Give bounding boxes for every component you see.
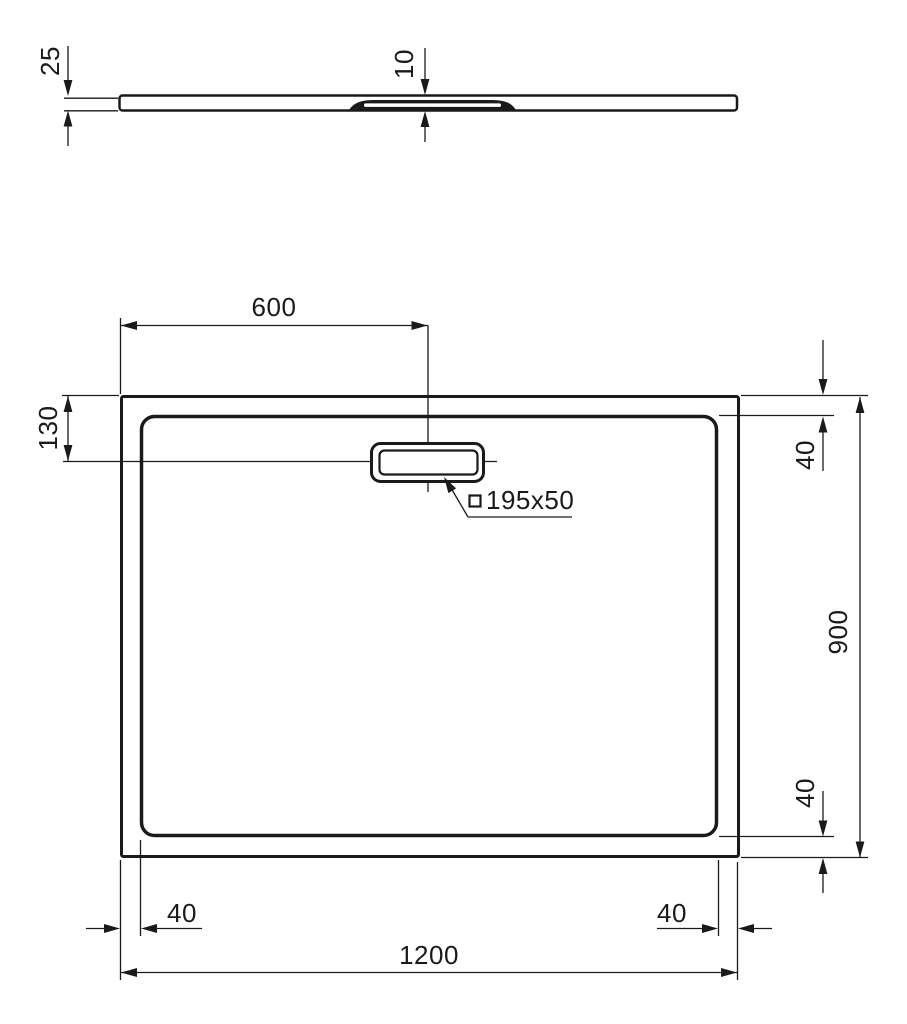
dim-drain-offset-600: 600 xyxy=(119,292,428,394)
dim-drain-offset-y-label: 130 xyxy=(33,406,63,451)
dim-rim-right-40: 40 xyxy=(657,860,772,980)
arrow-down-icon xyxy=(420,79,430,95)
dim-rim-left-label: 40 xyxy=(167,898,197,928)
square-icon xyxy=(468,494,482,508)
dim-drain-offset-x-label: 600 xyxy=(252,292,297,322)
dim-rim-bottom-40: 40 xyxy=(719,778,868,893)
arrow-down-icon xyxy=(818,379,828,395)
dim-recess-depth-label: 10 xyxy=(389,49,419,79)
arrow-right-icon xyxy=(411,321,428,330)
arrow-up-icon xyxy=(63,110,73,127)
side-view-drain-cover-slit xyxy=(364,103,501,107)
dim-thickness-25: 25 xyxy=(35,46,118,146)
arrow-down-icon xyxy=(63,445,73,461)
arrow-down-icon xyxy=(63,80,73,96)
arrow-down-icon xyxy=(855,841,865,858)
drain-size-label: 195x50 xyxy=(486,485,574,515)
arrow-up-icon xyxy=(63,396,73,412)
arrow-up-icon xyxy=(855,397,865,413)
dim-width-1200: 1200 xyxy=(120,940,738,977)
drain-cover-outline xyxy=(378,449,479,476)
dim-rim-right-label: 40 xyxy=(657,898,687,928)
dim-width-label: 1200 xyxy=(399,940,459,970)
dim-rim-top-label: 40 xyxy=(790,440,820,470)
dim-drain-offset-130: 130 xyxy=(33,394,119,462)
plan-view: 600 130 195x50 40 xyxy=(33,292,868,980)
dim-rim-bottom-label: 40 xyxy=(790,778,820,808)
arrow-down-icon xyxy=(818,820,828,837)
dim-rim-top-40: 40 xyxy=(719,340,868,471)
arrow-left-icon xyxy=(738,924,754,933)
arrow-left-icon xyxy=(121,321,137,330)
side-profile-view: 25 10 xyxy=(35,46,739,146)
arrow-right-icon xyxy=(721,968,737,977)
dim-thickness-label: 25 xyxy=(35,46,65,76)
arrow-left-icon xyxy=(141,924,157,933)
arrow-right-icon xyxy=(702,924,718,933)
dim-depth-label: 900 xyxy=(823,610,853,655)
arrow-up-icon xyxy=(420,111,430,127)
dim-rim-left-40: 40 xyxy=(86,840,202,980)
arrow-up-left-icon xyxy=(444,477,457,494)
dim-depth-900: 900 xyxy=(823,397,865,858)
plan-tray-inner-edge xyxy=(139,414,719,838)
arrow-left-icon xyxy=(121,968,137,977)
arrow-up-icon xyxy=(818,858,828,874)
arrow-right-icon xyxy=(104,924,120,933)
drain xyxy=(370,442,485,483)
arrow-up-icon xyxy=(818,416,828,433)
dim-recess-depth-10: 10 xyxy=(389,48,430,142)
drain-size-callout: 195x50 xyxy=(444,477,574,518)
